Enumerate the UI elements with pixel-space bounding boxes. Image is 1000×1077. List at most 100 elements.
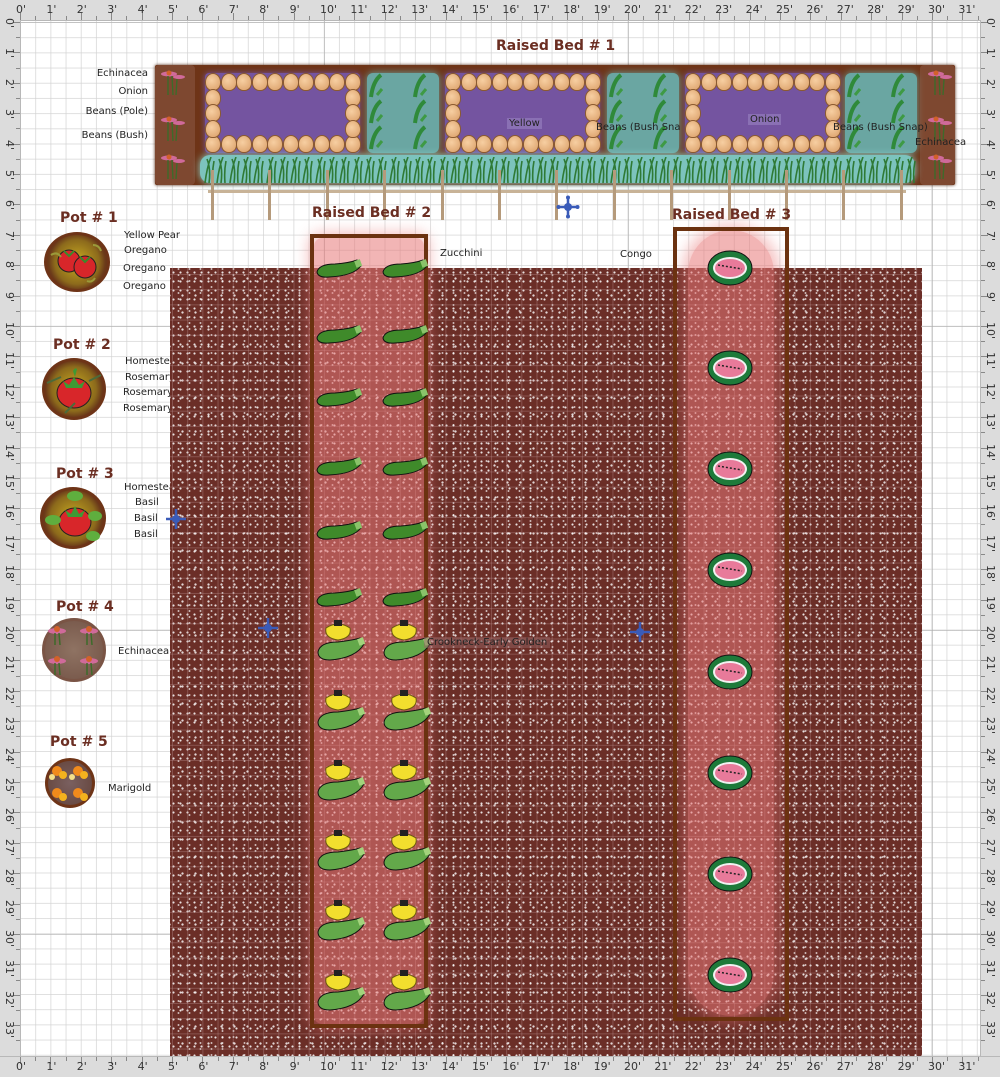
ruler-tick bbox=[13, 417, 20, 419]
zucchini-icon bbox=[315, 387, 363, 407]
onion-icon bbox=[460, 73, 477, 91]
ruler-label: 8' bbox=[984, 261, 997, 272]
watermelon-icon bbox=[706, 551, 754, 589]
pot-3[interactable] bbox=[40, 487, 106, 549]
pot-4[interactable] bbox=[42, 618, 106, 682]
ruler-tick bbox=[111, 1057, 113, 1064]
pot-1[interactable] bbox=[44, 232, 110, 292]
raised-bed-2-frame[interactable] bbox=[310, 234, 428, 1028]
bean-patch-2[interactable] bbox=[607, 73, 679, 153]
ruler-tick bbox=[886, 1057, 888, 1061]
onion-icon bbox=[313, 135, 330, 153]
pot-2[interactable] bbox=[42, 358, 106, 420]
bean-icon bbox=[609, 125, 624, 151]
ruler-tick bbox=[981, 67, 985, 69]
zucchini-icon bbox=[315, 520, 363, 540]
bean-patch-3[interactable] bbox=[845, 73, 917, 153]
pot-1-title: Pot # 1 bbox=[60, 210, 118, 226]
pole-bean-icon bbox=[535, 156, 547, 184]
onion-icon bbox=[220, 135, 237, 153]
ruler-tick bbox=[13, 82, 20, 84]
ruler-label: 4' bbox=[3, 139, 16, 150]
bed1-label-beans-bush: Beans (Bush) bbox=[81, 130, 148, 141]
pole-bean-icon bbox=[732, 156, 744, 184]
ruler-tick bbox=[460, 1057, 462, 1061]
ruler-tick bbox=[232, 1057, 234, 1064]
raised-bed-3-frame[interactable] bbox=[673, 227, 789, 1021]
ruler-tick bbox=[673, 16, 675, 20]
pole-bean-icon bbox=[240, 156, 252, 184]
crookneck-squash-icon bbox=[316, 618, 366, 662]
pole-bean-icon bbox=[830, 156, 843, 184]
onion-icon bbox=[507, 73, 523, 91]
raised-bed-1[interactable]: Yellow Beans (Bush Sna Onion Beans (Bush… bbox=[155, 65, 966, 185]
move-handle-icon[interactable] bbox=[556, 195, 580, 219]
ruler-tick bbox=[16, 766, 20, 768]
ruler-label: 23' bbox=[715, 3, 733, 16]
ruler-label: 7' bbox=[3, 230, 16, 241]
echinacea-column-right bbox=[920, 65, 955, 185]
ruler-tick bbox=[749, 13, 751, 20]
ruler-tick bbox=[981, 614, 985, 616]
ruler-tick bbox=[871, 13, 873, 20]
ruler-tick bbox=[16, 858, 20, 859]
onion-icon bbox=[522, 73, 539, 91]
ruler-label: 10' bbox=[320, 1060, 338, 1073]
ruler-label: 4' bbox=[137, 3, 148, 16]
ruler-tick bbox=[981, 1025, 988, 1027]
pot-3-title: Pot # 3 bbox=[56, 466, 114, 482]
pot-5[interactable] bbox=[45, 758, 95, 808]
onion-icon bbox=[762, 135, 779, 153]
move-handle-icon[interactable] bbox=[256, 616, 280, 640]
ruler-tick bbox=[13, 113, 20, 115]
bed1-label-echinacea-right: Echinacea bbox=[915, 137, 967, 148]
bed1-label-echinacea: Echinacea bbox=[96, 68, 148, 79]
ruler-tick bbox=[339, 1057, 341, 1061]
echinacea-icon bbox=[926, 69, 954, 97]
onion-icon bbox=[267, 73, 283, 91]
ruler-tick bbox=[232, 13, 234, 20]
watermelon-icon bbox=[706, 249, 754, 287]
ruler-tick bbox=[491, 1057, 493, 1061]
pole-bean-icon bbox=[314, 156, 326, 184]
ruler-tick bbox=[13, 326, 20, 327]
ruler-tick bbox=[156, 1057, 158, 1061]
tomato-basil-icon bbox=[45, 491, 102, 541]
pot-2-label-rosemary-3: Rosemary bbox=[123, 403, 173, 414]
ruler-label: 1' bbox=[3, 48, 16, 59]
ruler-tick bbox=[981, 386, 988, 388]
ruler-tick bbox=[981, 478, 988, 479]
ruler-tick bbox=[430, 1057, 432, 1061]
ruler-tick bbox=[981, 766, 985, 768]
pole-bean-icon bbox=[301, 156, 314, 184]
ruler-tick bbox=[16, 979, 20, 981]
crookneck-squash-icon bbox=[316, 758, 366, 802]
ruler-tick bbox=[217, 1057, 219, 1061]
ruler-label: 3' bbox=[3, 109, 16, 120]
ruler-tick bbox=[981, 158, 985, 160]
zucchini-icon bbox=[381, 324, 429, 344]
pole-bean-icon bbox=[351, 156, 363, 184]
zucchini-icon bbox=[315, 324, 363, 344]
ruler-label: 14' bbox=[3, 443, 16, 461]
onion-icon bbox=[345, 119, 361, 138]
pot-3-label-basil-3: Basil bbox=[134, 529, 158, 540]
onion-icon bbox=[445, 135, 461, 153]
pole-bean-icon bbox=[572, 156, 584, 184]
bean-patch-1[interactable] bbox=[367, 73, 439, 153]
ruler-tick bbox=[476, 13, 477, 20]
ruler-tick bbox=[13, 538, 20, 540]
ruler-tick bbox=[871, 1057, 873, 1064]
ruler-tick bbox=[16, 949, 20, 951]
ruler-tick bbox=[981, 706, 985, 707]
soil-area[interactable] bbox=[170, 268, 922, 1056]
ruler-tick bbox=[536, 1057, 538, 1064]
move-handle-icon[interactable] bbox=[628, 620, 652, 644]
ruler-tick bbox=[13, 174, 20, 175]
move-handle-icon[interactable] bbox=[164, 507, 188, 531]
ruler-label: 3' bbox=[107, 3, 118, 16]
ruler-tick bbox=[981, 842, 988, 844]
onion-icon bbox=[267, 135, 283, 153]
ruler-tick bbox=[16, 888, 20, 890]
onion-icon bbox=[329, 73, 345, 91]
